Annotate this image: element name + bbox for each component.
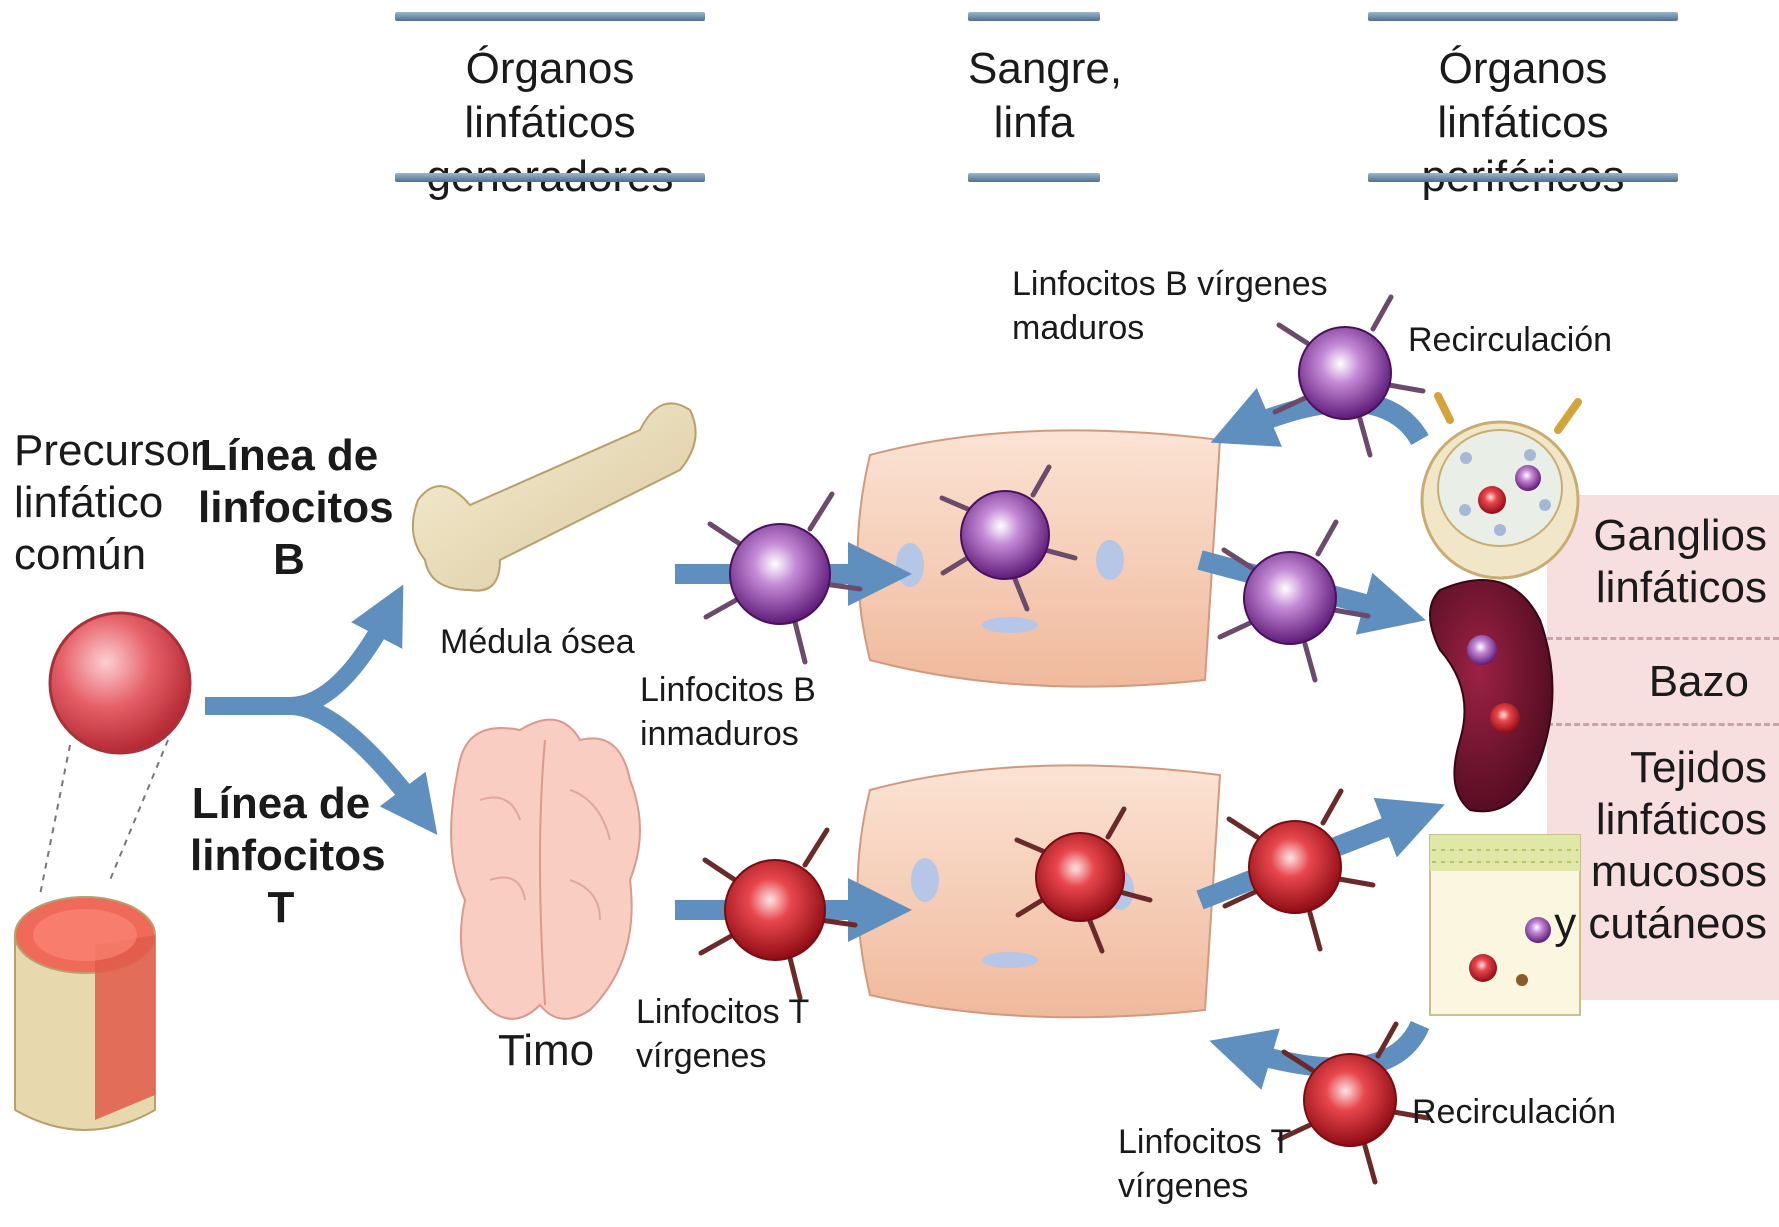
label-mature-naive-b: Linfocitos B vírgenes maduros (1012, 262, 1328, 350)
label-precursor-line2: linfático (14, 477, 205, 529)
label-immature-b-line2: inmaduros (640, 712, 816, 756)
zoom-line-right (110, 740, 168, 880)
label-mucosal-line2: linfáticos (1517, 794, 1767, 846)
label-naive-t-bottom-line2: vírgenes (1118, 1164, 1291, 1208)
label-mucosal-line3: mucosos (1517, 846, 1767, 898)
label-naive-t-left-line2: vírgenes (636, 1034, 809, 1078)
label-lymph-nodes: Ganglios linfáticos (1537, 510, 1767, 614)
label-mucosal: Tejidos linfáticos mucosos y cutáneos (1517, 742, 1767, 950)
label-naive-t-bottom: Linfocitos T vírgenes (1118, 1120, 1291, 1208)
bone-illustration (413, 403, 696, 590)
label-b-lineage-line2: linfocitos (198, 482, 380, 534)
thymus-illustration (451, 720, 640, 1019)
bone-marrow-cylinder (15, 897, 155, 1130)
label-precursor-line1: Precursor (14, 425, 205, 477)
label-precursor: Precursor linfático común (14, 425, 205, 581)
label-naive-t-left: Linfocitos T vírgenes (636, 990, 809, 1078)
label-t-lineage-line1: Línea de (190, 778, 372, 830)
label-lymph-nodes-line1: Ganglios (1537, 510, 1767, 562)
label-b-lineage-line1: Línea de (198, 430, 380, 482)
label-mucosal-line4: y cutáneos (1517, 898, 1767, 950)
label-lymph-nodes-line2: linfáticos (1537, 562, 1767, 614)
branch-arrow-b (205, 610, 390, 706)
label-thymus: Timo (498, 1025, 594, 1077)
label-immature-b: Linfocitos B inmaduros (640, 668, 816, 756)
label-bone-marrow: Médula ósea (440, 620, 635, 664)
zoom-line-left (40, 745, 70, 895)
label-mature-naive-b-line2: maduros (1012, 306, 1328, 350)
label-precursor-line3: común (14, 529, 205, 581)
label-mature-naive-b-line1: Linfocitos B vírgenes (1012, 262, 1328, 306)
label-spleen: Bazo (1549, 656, 1749, 708)
label-naive-t-left-line1: Linfocitos T (636, 990, 809, 1034)
label-b-lineage-line3: B (198, 534, 380, 586)
t-cell-exiting (1225, 791, 1373, 949)
label-b-lineage: Línea de linfocitos B (198, 430, 380, 586)
precursor-cell (50, 613, 190, 753)
label-naive-t-bottom-line1: Linfocitos T (1118, 1120, 1291, 1164)
label-recirculation-bottom: Recirculación (1412, 1090, 1616, 1134)
label-immature-b-line1: Linfocitos B (640, 668, 816, 712)
label-t-lineage: Línea de linfocitos T (190, 778, 372, 934)
label-t-lineage-line3: T (190, 882, 372, 934)
label-t-lineage-line2: linfocitos (190, 830, 372, 882)
label-mucosal-line1: Tejidos (1517, 742, 1767, 794)
label-recirculation-top: Recirculación (1408, 318, 1612, 362)
